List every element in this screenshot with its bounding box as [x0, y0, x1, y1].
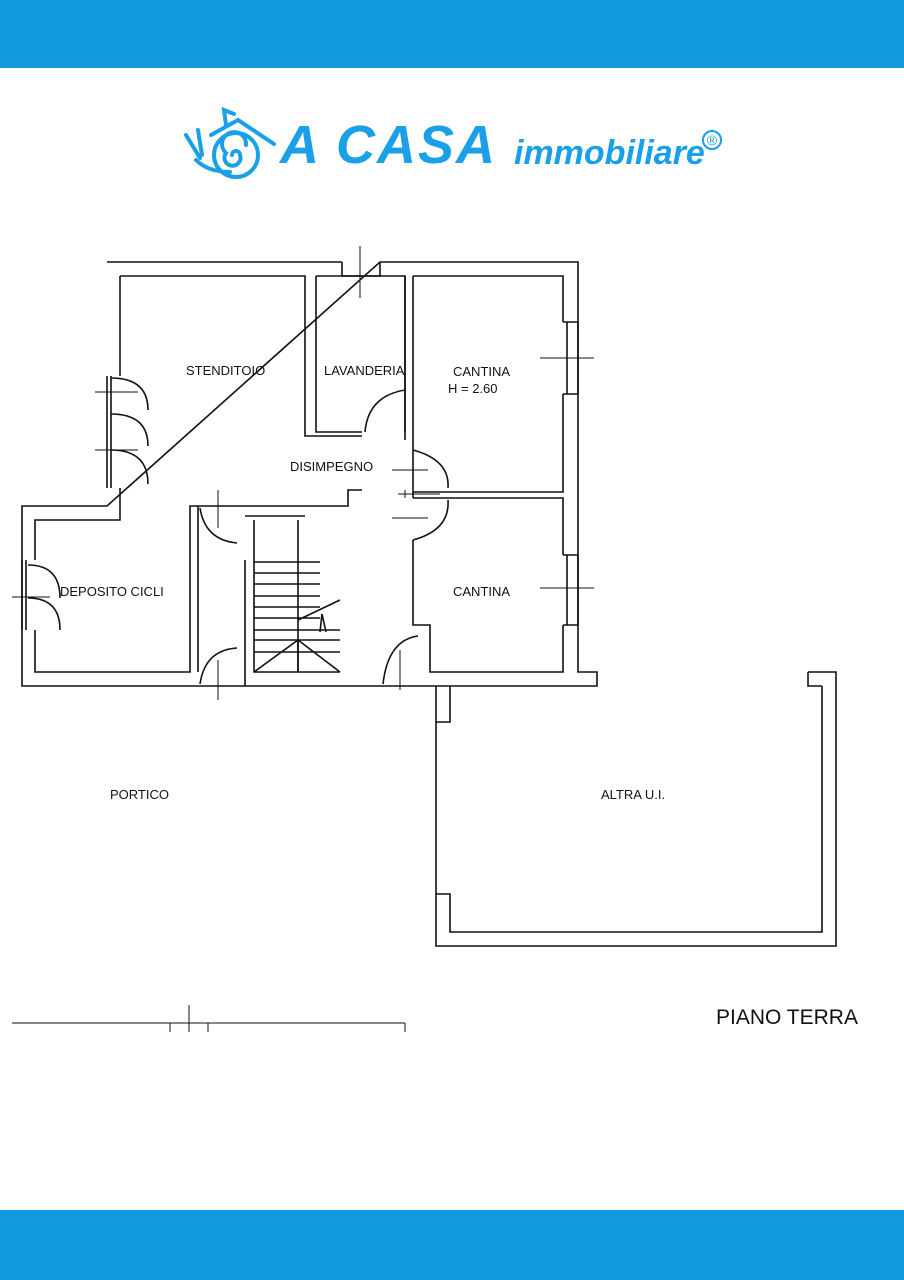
room-label-cantina: CANTINA [453, 364, 511, 379]
room-label-cantina-2: CANTINA [453, 584, 511, 599]
brand-subtitle: immobiliare [514, 134, 705, 172]
mark [12, 246, 594, 700]
room-label-altra-ui: ALTRA U.I. [601, 787, 666, 802]
room-label-deposito-cicli: DEPOSITO CICLI [60, 584, 164, 599]
room-label-stenditoio: STENDITOIO [186, 363, 266, 378]
registered-mark: ® [702, 130, 722, 150]
room-label-disimpegno: DISIMPEGNO [290, 459, 374, 474]
wall [404, 275, 564, 498]
snail-house-icon [184, 106, 276, 179]
wall [412, 497, 564, 673]
stairs [253, 561, 341, 673]
outer-wall [21, 261, 598, 687]
room-height: H = 2.60 [448, 381, 498, 396]
plan-title: PIANO TERRA [716, 1006, 858, 1029]
logo: A CASA immobiliare ® [178, 100, 738, 180]
room-label-lavanderia: LAVANDERIA [324, 363, 405, 378]
altra-ui-wall [435, 671, 837, 947]
window [21, 262, 579, 630]
scale-bar [12, 1005, 406, 1032]
bottom-banner [0, 1210, 904, 1280]
wall [315, 275, 406, 433]
brand-name: A CASA [280, 115, 498, 175]
room-label-portico: PORTICO [110, 787, 169, 802]
top-banner [0, 0, 904, 68]
door [27, 377, 449, 685]
wall [34, 275, 362, 673]
